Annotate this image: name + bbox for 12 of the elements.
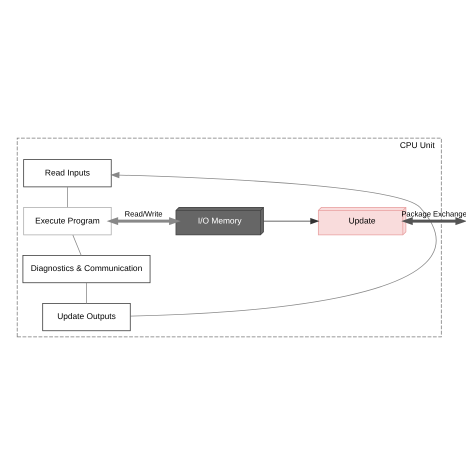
- node-box: Read Inputs: [23, 158, 112, 187]
- node-box: Diagnostics & Communication: [22, 254, 150, 283]
- arrow: [263, 217, 320, 224]
- connector: [72, 234, 82, 256]
- arrow: [401, 216, 466, 225]
- arrow: [106, 216, 181, 225]
- connector: [67, 186, 68, 208]
- node-box: Update Outputs: [42, 302, 131, 331]
- edge-label: Read/Write: [124, 209, 163, 218]
- arrow: [110, 171, 436, 316]
- connector: [86, 282, 87, 304]
- node-box: Execute Program: [23, 206, 112, 235]
